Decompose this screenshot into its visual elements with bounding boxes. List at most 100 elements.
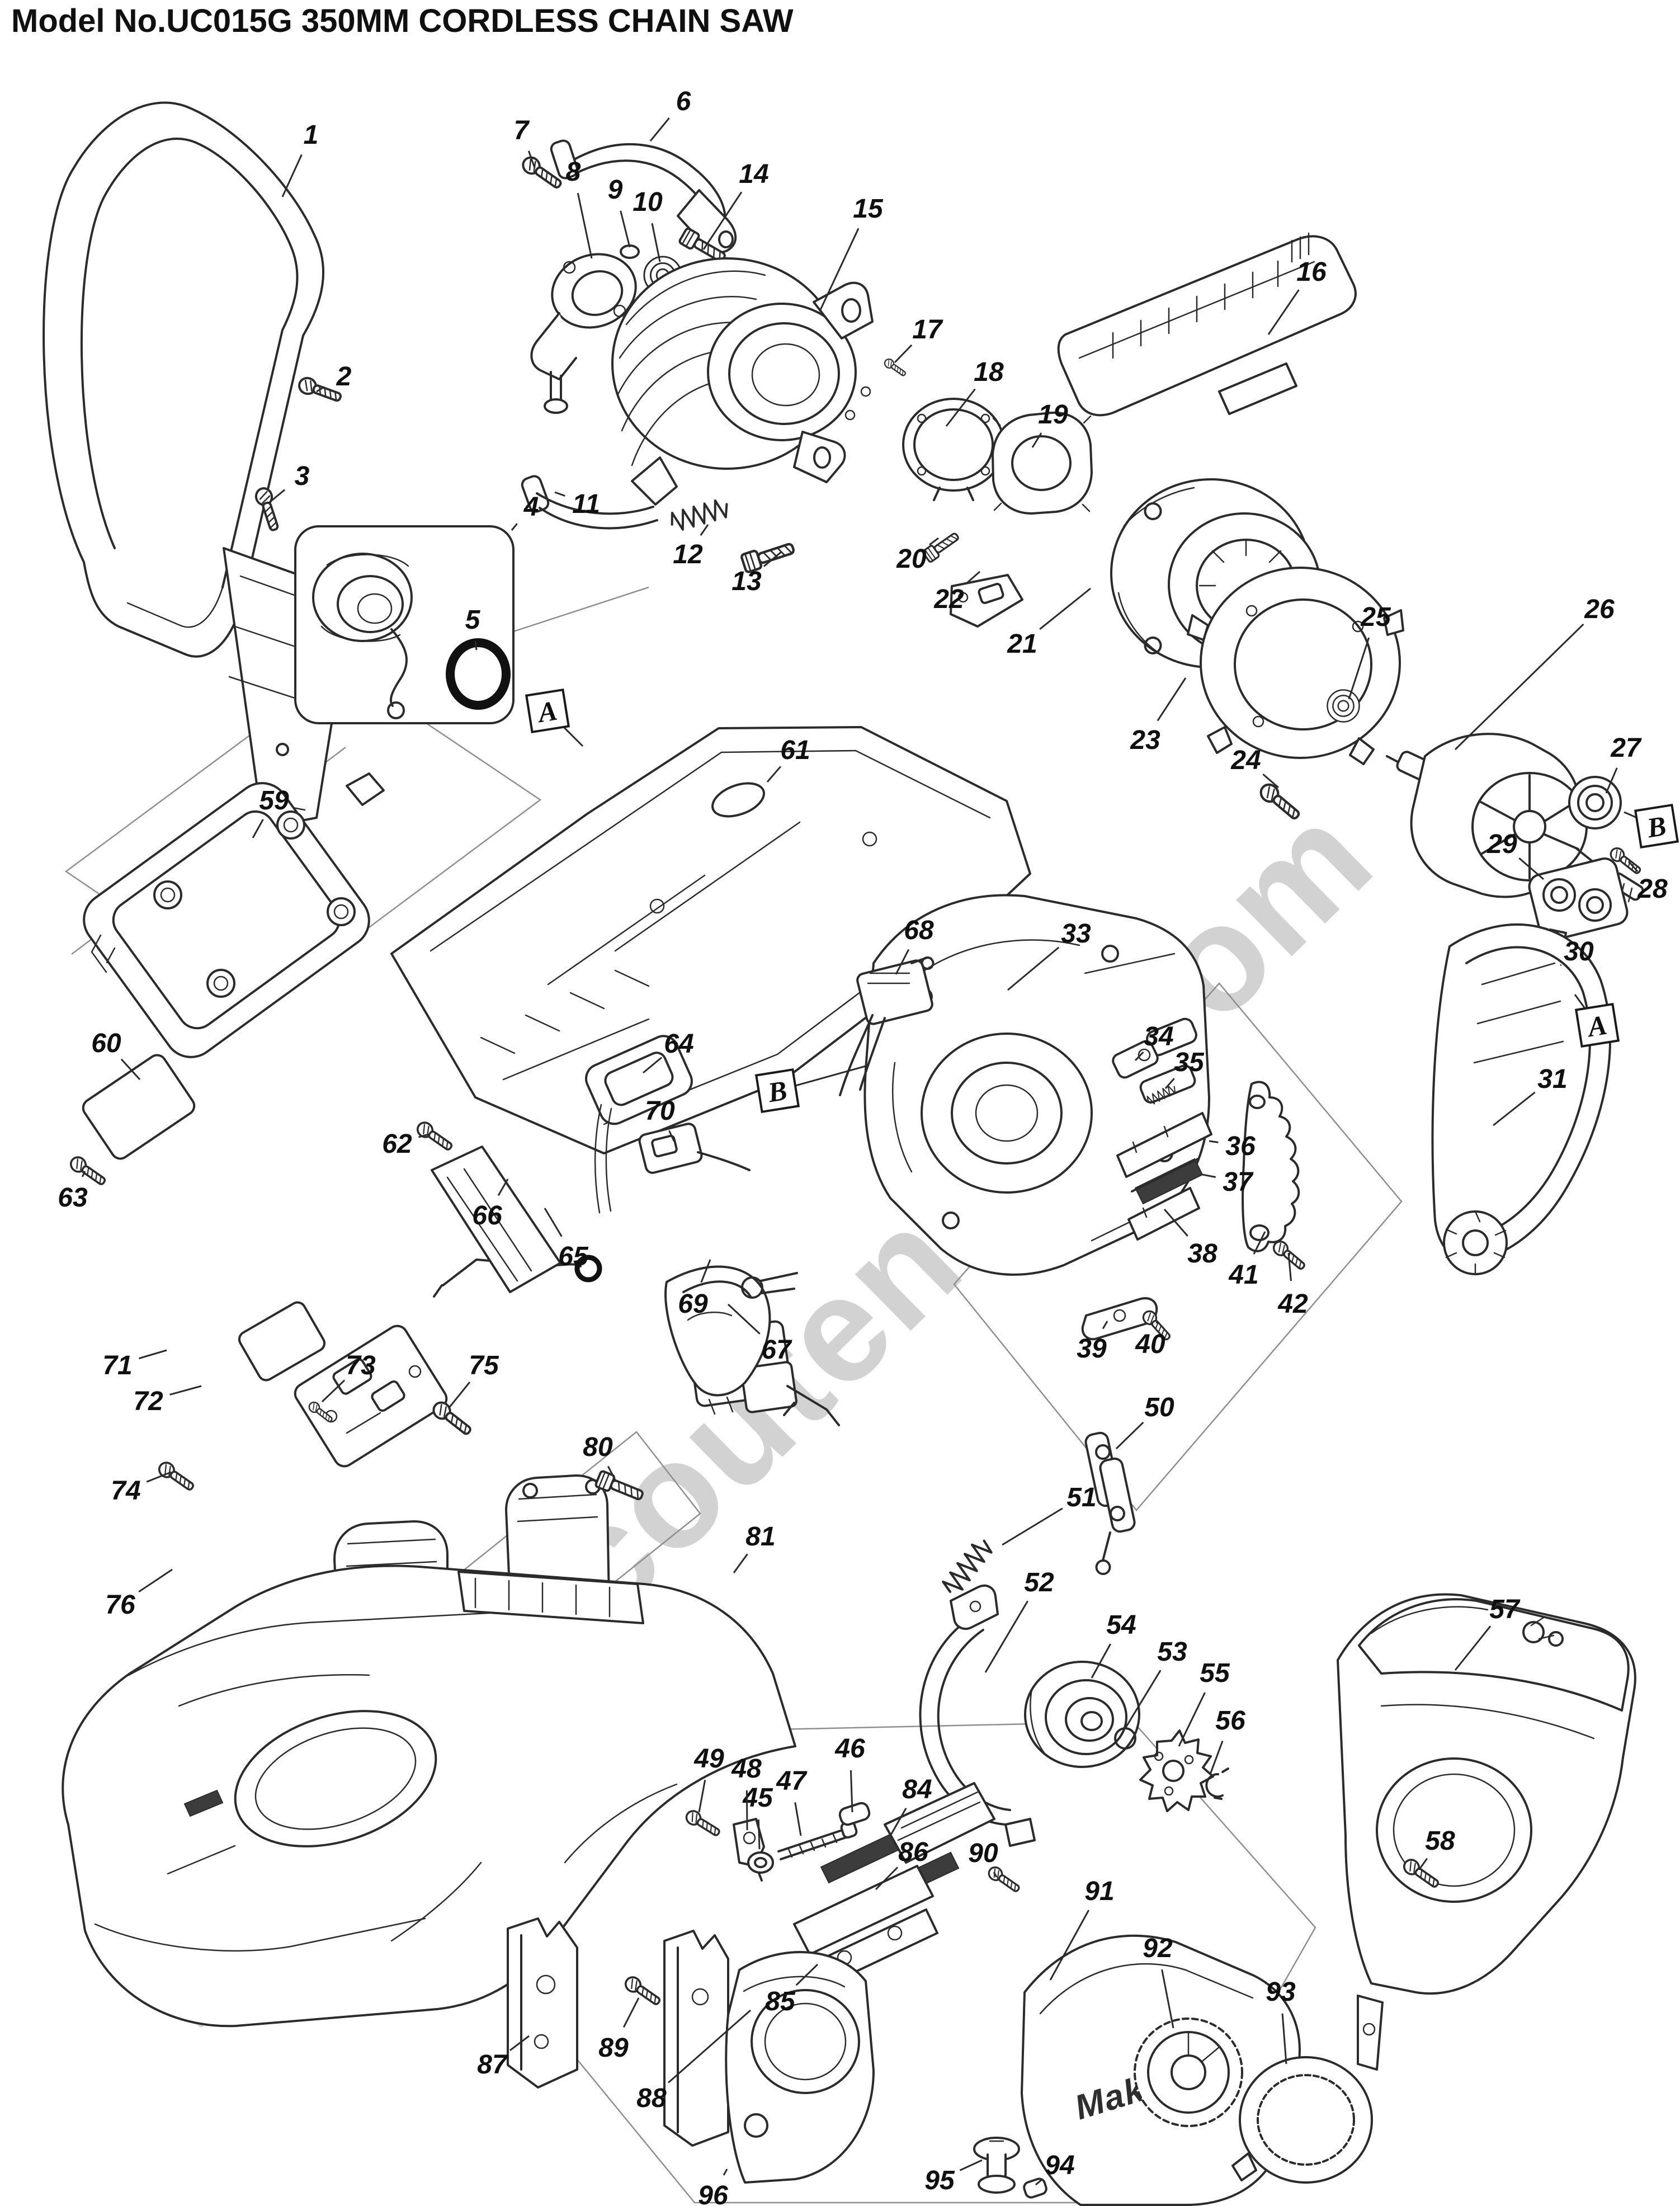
part-label-29: 29: [1486, 829, 1517, 859]
leader-line-17: [894, 344, 913, 364]
leader-line-9: [620, 210, 631, 248]
part-label-5: 5: [465, 605, 481, 635]
leader-line-23: [1157, 677, 1187, 722]
part-label-80: 80: [583, 1432, 613, 1462]
leader-line-60: [120, 1058, 141, 1081]
part-label-46: 46: [834, 1734, 865, 1764]
part-label-27: 27: [1610, 733, 1642, 763]
part-damper-64: [585, 1035, 693, 1214]
part-label-68: 68: [904, 916, 934, 945]
part-label-13: 13: [732, 567, 762, 596]
section-marker-B-2: B: [1634, 803, 1679, 849]
part-label-8: 8: [566, 157, 581, 187]
leader-line-91: [1049, 1910, 1090, 1981]
part-oil-pump-8: [530, 253, 637, 414]
leader-line-21: [1039, 587, 1091, 630]
part-label-64: 64: [664, 1029, 693, 1059]
leader-line-57: [1454, 1625, 1492, 1671]
leader-line-11: [554, 491, 565, 497]
part-label-26: 26: [1584, 595, 1615, 624]
part-adjust-dial-92: [1134, 2018, 1243, 2127]
part-label-58: 58: [1425, 1826, 1455, 1856]
part-label-36: 36: [1225, 1132, 1256, 1161]
part-label-87: 87: [477, 2050, 508, 2080]
part-clip-56: [1205, 1767, 1229, 1800]
leader-line-84: [889, 1807, 907, 1836]
leader-line-54: [1091, 1643, 1111, 1679]
leader-line-93: [1281, 2013, 1287, 2064]
part-label-89: 89: [598, 2033, 629, 2063]
leader-line-56: [1209, 1740, 1224, 1775]
part-label-85: 85: [765, 1987, 796, 2016]
part-label-28: 28: [1637, 874, 1668, 904]
part-label-2: 2: [336, 362, 352, 392]
leader-line-19: [1031, 432, 1042, 448]
part-oil-cap-box: [294, 525, 515, 724]
part-label-84: 84: [902, 1775, 932, 1804]
leader-line-66: [497, 1179, 509, 1196]
part-label-34: 34: [1144, 1022, 1173, 1052]
leader-line-62: [418, 1133, 429, 1138]
part-label-3: 3: [295, 461, 310, 491]
screw-17: [882, 356, 908, 379]
marker-box: [754, 1068, 800, 1114]
part-label-17: 17: [912, 315, 943, 345]
part-bearing-25: [1327, 689, 1360, 723]
leader-line-86: [875, 1866, 898, 1891]
part-label-1: 1: [304, 120, 319, 150]
part-label-63: 63: [58, 1183, 88, 1213]
part-label-22: 22: [933, 585, 964, 614]
leader-line-2: [316, 386, 325, 393]
leader-line-72: [169, 1385, 202, 1396]
part-label-72: 72: [133, 1387, 163, 1416]
part-label-31: 31: [1537, 1064, 1567, 1094]
part-label-65: 65: [558, 1242, 589, 1271]
part-spring-12: [668, 496, 732, 534]
leader-line-59: [252, 819, 264, 838]
leader-line-94: [1035, 2178, 1044, 2186]
part-label-93: 93: [1266, 1977, 1296, 2007]
leader-line-20: [929, 537, 939, 546]
part-bearing-27: [1568, 776, 1622, 829]
part-oil-hose-6: [550, 139, 737, 253]
part-label-53: 53: [1157, 1637, 1187, 1667]
part-oring-5: [446, 638, 511, 710]
part-label-70: 70: [645, 1096, 675, 1126]
part-label-71: 71: [102, 1351, 132, 1380]
part-label-76: 76: [105, 1590, 135, 1620]
leader-line-7: [527, 150, 536, 168]
part-label-55: 55: [1200, 1658, 1230, 1688]
leader-line-27: [1605, 767, 1618, 794]
leader-line-13: [763, 550, 782, 567]
leader-line-41: [1253, 1231, 1266, 1255]
part-label-19: 19: [1038, 400, 1068, 430]
part-tensioner-50: [1084, 1431, 1136, 1575]
part-brush-plate-22: [950, 574, 1023, 628]
part-label-73: 73: [346, 1351, 376, 1380]
leader-line-51: [1002, 1507, 1063, 1546]
leader-line-74: [146, 1471, 172, 1483]
part-label-51: 51: [1066, 1483, 1096, 1512]
leader-line-14: [702, 191, 743, 250]
leader-line-61: [766, 766, 782, 783]
leader-line-22: [965, 571, 980, 585]
part-sticker-60: [82, 1054, 196, 1160]
leader-line-73: [321, 1379, 346, 1403]
part-label-18: 18: [974, 357, 1004, 387]
part-label-16: 16: [1296, 257, 1327, 287]
leader-line-96: [723, 2169, 728, 2176]
part-label-25: 25: [1360, 602, 1391, 632]
part-sprocket-55: [1139, 1729, 1214, 1812]
part-label-35: 35: [1174, 1048, 1205, 1077]
part-label-56: 56: [1215, 1706, 1245, 1736]
leader-line-90: [993, 1872, 998, 1878]
leader-line-36: [1209, 1140, 1219, 1143]
part-label-plate-71: [238, 1301, 326, 1382]
part-cap-94: [1023, 2177, 1047, 2199]
part-spring-guide-41: [1242, 1081, 1300, 1252]
part-housing-61: [390, 726, 1031, 1154]
section-marker-B-1: B: [754, 1068, 800, 1114]
leader-line-50: [1115, 1421, 1144, 1450]
leader-line-55: [1178, 1692, 1206, 1747]
part-label-48: 48: [731, 1754, 762, 1784]
